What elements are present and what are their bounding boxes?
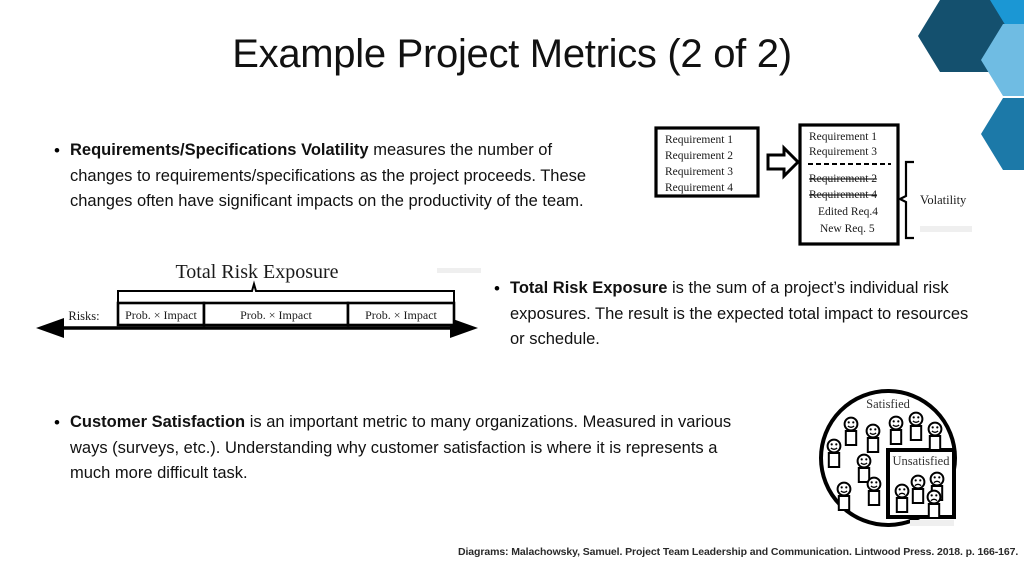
after-kept-2: Requirement 3 (809, 146, 877, 158)
bullet-body-requirements: measures the number of changes to requir… (70, 141, 587, 210)
bullet-lead-risk: Total Risk Exposure (510, 279, 668, 297)
bullet-marker-icon: • (54, 413, 60, 432)
risk-axis-label: Risks: (68, 309, 99, 323)
unsatisfied-label: Unsatisfied (893, 454, 951, 468)
right-arrow-icon (766, 144, 801, 180)
risk-segment-label-3: Prob. × Impact (365, 308, 437, 322)
after-added-1: Edited Req.4 (818, 206, 878, 218)
watermark-strip (920, 226, 972, 232)
diagram-customer-satisfaction: Satisfied Unsatisfied (806, 386, 976, 536)
risk-diagram-title: Total Risk Exposure (175, 261, 338, 283)
bullet-text-customer: Customer Satisfaction is an important me… (70, 410, 754, 487)
after-struck-2: Requirement 4 (809, 189, 877, 201)
risk-segment-box (346, 301, 456, 327)
bullet-text-risk: Total Risk Exposure is the sum of a proj… (510, 276, 974, 353)
bullet-customer-satisfaction: • Customer Satisfaction is an important … (54, 410, 754, 487)
diagram-total-risk-exposure: Total Risk Exposure Risks: Prob. × Impac… (22, 258, 492, 338)
before-line-2: Requirement 2 (665, 150, 733, 162)
risk-axis-arrow-icon (36, 318, 478, 338)
watermark-strip (437, 268, 481, 273)
risk-segment-label-1: Prob. × Impact (125, 308, 197, 322)
before-line-1: Requirement 1 (665, 134, 733, 146)
volatility-after-box (798, 123, 900, 246)
before-line-4: Requirement 4 (665, 182, 733, 194)
bullet-lead-requirements: Requirements/Specifications Volatility (70, 141, 369, 159)
source-citation: Diagrams: Malachowsky, Samuel. Project T… (458, 546, 1019, 558)
bullet-marker-icon: • (494, 279, 500, 298)
bullet-text-requirements: Requirements/Specifications Volatility m… (70, 138, 614, 215)
bullet-body-customer: is an important metric to many organizat… (70, 413, 732, 482)
volatility-before-box (654, 126, 760, 198)
satisfied-label: Satisfied (866, 397, 910, 411)
bullet-lead-customer: Customer Satisfaction (70, 413, 246, 431)
after-kept-1: Requirement 1 (809, 131, 877, 143)
before-line-3: Requirement 3 (665, 166, 733, 178)
diagram-requirements-volatility: Requirement 1 Requirement 2 Requirement … (648, 122, 988, 257)
page-title: Example Project Metrics (2 of 2) (232, 32, 792, 76)
after-struck-1: Requirement 2 (809, 173, 877, 185)
bullet-body-risk: is the sum of a project’s individual ris… (510, 279, 969, 348)
risk-top-bracket-icon (117, 280, 455, 303)
bullet-total-risk-exposure: • Total Risk Exposure is the sum of a pr… (494, 276, 974, 353)
watermark-strip (910, 520, 954, 526)
risk-segment-label-2: Prob. × Impact (240, 308, 312, 322)
bullet-marker-icon: • (54, 141, 60, 160)
volatility-brace-icon (897, 160, 914, 240)
volatility-brace-label: Volatility (920, 193, 967, 207)
bullet-requirements-volatility: • Requirements/Specifications Volatility… (54, 138, 614, 215)
after-added-2: New Req. 5 (820, 223, 875, 235)
